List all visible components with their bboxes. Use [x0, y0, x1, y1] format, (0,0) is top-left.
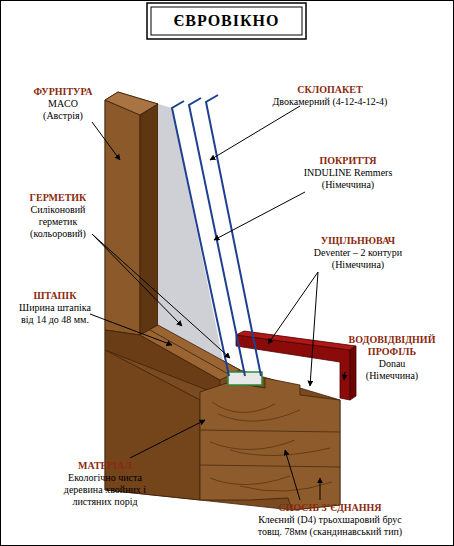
part-description: Силіконовий герметик (кольоровий) — [25, 204, 91, 240]
part-heading: ШТАПІК — [15, 290, 95, 302]
part-heading: МАТЕРІАЛ — [60, 460, 150, 472]
part-heading: ВОДОВІДВІДНИЙ ПРОФІЛЬ — [340, 334, 444, 358]
part-heading: ГЕРМЕТИК — [13, 192, 103, 204]
part-heading: ПОКРИТТЯ — [298, 155, 398, 167]
part-description: Двокамерний (4-12-4-12-4) — [260, 96, 400, 108]
part-description: MACO (Австрія) — [38, 98, 88, 122]
part-heading: УЩІЛЬНЮВАЧ — [303, 235, 413, 247]
part-heading: СКЛОПАКЕТ — [280, 84, 380, 96]
part-description: Ширина штапіка від 14 до 48 мм. — [13, 302, 97, 326]
window-section — [105, 92, 356, 510]
title-frame — [147, 3, 306, 39]
part-description: Екологічно чиста деревина хвойних і лист… — [58, 472, 152, 508]
part-heading: СПОСІБ З’ЄДНАННЯ — [255, 502, 405, 514]
part-description: Deventer – 2 контури (Німеччина) — [306, 247, 410, 271]
part-description: Клеєний (D4) трьохшаровий брус товщ. 78м… — [250, 514, 410, 538]
leader-lines — [90, 106, 345, 500]
part-description: INDULINE Remmers (Німеччина) — [298, 167, 398, 191]
part-heading: ФУРНІТУРА — [18, 86, 108, 98]
diagram-title: ЄВРОВІКНО — [152, 8, 301, 34]
part-description: Donau (Німеччина) — [362, 358, 422, 382]
